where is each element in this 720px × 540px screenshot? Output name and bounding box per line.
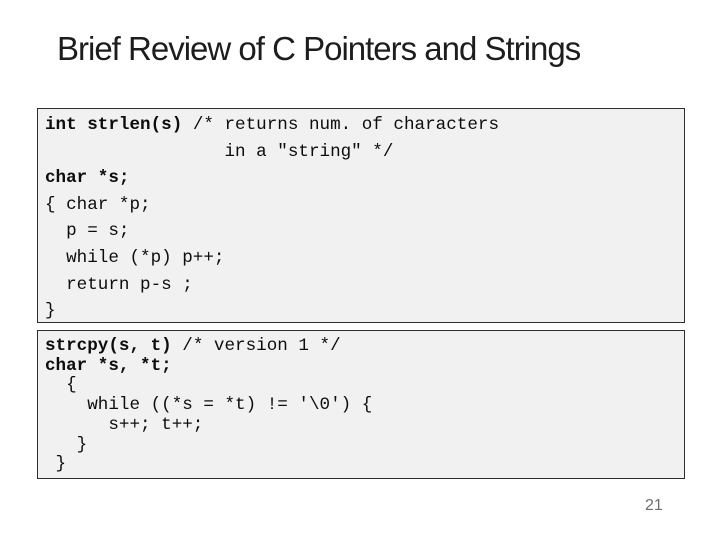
code-text: /* returns num. of characters bbox=[182, 115, 500, 135]
code-text: { char *p; bbox=[45, 194, 151, 215]
code-text: s++; t++; bbox=[45, 414, 204, 435]
code-line: char *s, *t; bbox=[45, 355, 677, 377]
code-line: return p-s ; bbox=[45, 272, 677, 299]
code-box-strlen: int strlen(s) /* returns num. of charact… bbox=[37, 108, 685, 323]
code-line: } bbox=[45, 454, 677, 475]
code-text: p = s; bbox=[45, 221, 130, 242]
code-line: strcpy(s, t) /* version 1 */ bbox=[45, 336, 677, 357]
code-line: int strlen(s) /* returns num. of charact… bbox=[45, 112, 677, 139]
code-text: } bbox=[45, 434, 88, 455]
code-text: in a "string" */ bbox=[45, 141, 394, 162]
code-line: char *s; bbox=[45, 165, 677, 192]
code-line: p = s; bbox=[45, 218, 677, 245]
code-text-bold: char *s, *t; bbox=[45, 355, 172, 376]
code-text: while (*p) p++; bbox=[45, 247, 225, 268]
page-number: 21 bbox=[645, 497, 663, 514]
code-line: in a "string" */ bbox=[45, 139, 677, 166]
code-text-bold: char *s; bbox=[45, 168, 130, 189]
code-text-bold: strcpy(s, t) bbox=[45, 336, 172, 356]
code-text: } bbox=[45, 301, 56, 322]
slide-title: Brief Review of C Pointers and Strings bbox=[57, 30, 581, 67]
code-line: s++; t++; bbox=[45, 414, 677, 436]
code-text: while ((*s = *t) != '\0') { bbox=[45, 395, 373, 416]
code-box-strcpy: strcpy(s, t) /* version 1 */ char *s, *t… bbox=[37, 330, 685, 479]
code-line: { char *p; bbox=[45, 192, 677, 219]
code-line: while (*p) p++; bbox=[45, 245, 677, 272]
code-line: while ((*s = *t) != '\0') { bbox=[45, 395, 677, 416]
code-text: /* version 1 */ bbox=[171, 336, 341, 356]
code-text: } bbox=[45, 454, 67, 475]
code-line: } bbox=[45, 298, 677, 322]
code-text-bold: int strlen(s) bbox=[45, 115, 183, 135]
code-line: { bbox=[45, 376, 677, 396]
code-text: { bbox=[45, 375, 77, 396]
code-text: return p-s ; bbox=[45, 274, 193, 295]
code-line: } bbox=[45, 434, 677, 456]
